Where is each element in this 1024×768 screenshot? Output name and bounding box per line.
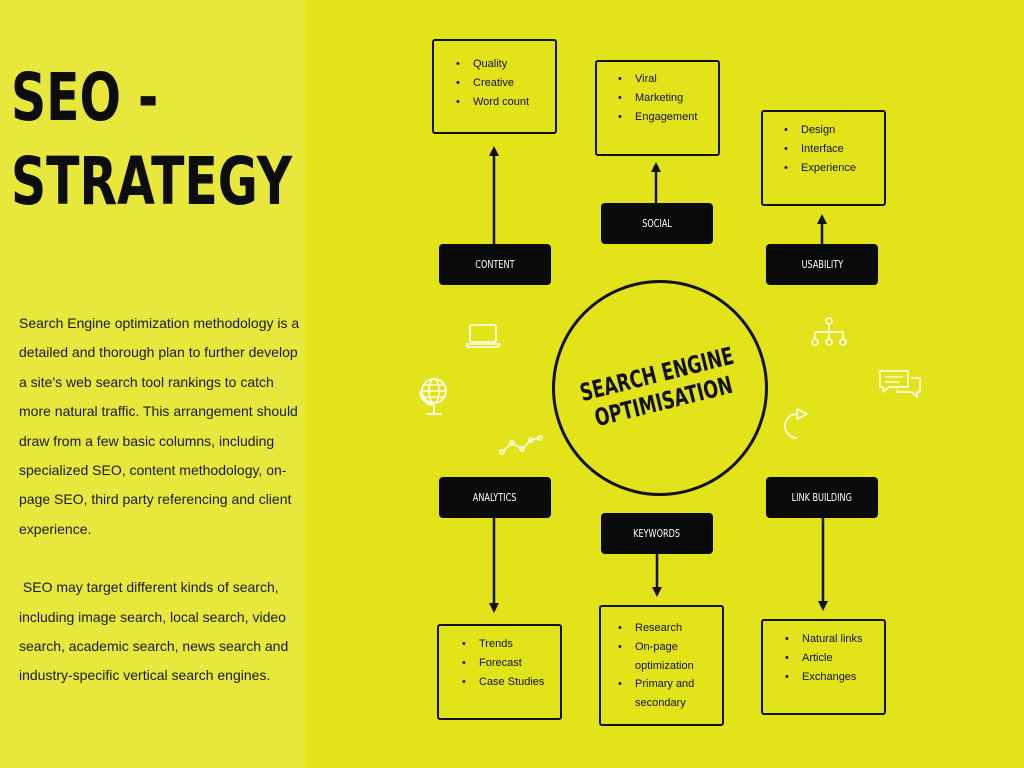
globe-icon <box>419 378 447 415</box>
line-graph-icon <box>499 435 543 455</box>
list-item: Experience <box>782 159 884 178</box>
list-item: Trends <box>460 635 546 654</box>
list-item: Creative <box>454 74 555 93</box>
content-box: Quality Creative Word count <box>432 39 557 134</box>
description-paragraph-1: Search Engine optimization methodology i… <box>19 315 300 537</box>
list-item: Research <box>616 619 716 638</box>
chat-bubbles-icon <box>879 370 921 398</box>
refresh-arrow-icon <box>784 408 808 439</box>
left-panel: SEO - STRATEGY Search Engine optimizatio… <box>0 0 305 768</box>
list-item: Forecast <box>460 654 546 673</box>
sitemap-icon <box>811 317 847 346</box>
analytics-box: Trends Forecast Case Studies <box>437 624 562 720</box>
list-item: Marketing <box>616 89 718 108</box>
analytics-label: ANALYTICS <box>439 477 551 518</box>
list-item: Design <box>782 121 884 140</box>
laptop-icon <box>465 324 501 348</box>
keywords-box: Research On-page optimization Primary an… <box>599 605 724 726</box>
keywords-label: KEYWORDS <box>601 513 713 554</box>
list-item: Word count <box>454 93 555 112</box>
usability-label: USABILITY <box>766 244 878 285</box>
page-title: SEO - STRATEGY <box>11 56 292 224</box>
link-building-label: LINK BUILDING <box>766 477 878 518</box>
list-item: Natural links <box>783 630 867 649</box>
content-label: CONTENT <box>439 244 551 285</box>
list-item: Interface <box>782 140 884 159</box>
social-box: Viral Marketing Engagement <box>595 60 720 156</box>
list-item: Case Studies <box>460 673 546 692</box>
list-item: Exchanges <box>783 668 867 687</box>
description: Search Engine optimization methodology i… <box>19 309 301 691</box>
list-item: Viral <box>616 70 718 89</box>
list-item: Engagement <box>616 108 718 127</box>
social-label: SOCIAL <box>601 203 713 244</box>
title-line-2: STRATEGY <box>11 143 293 220</box>
link-building-box: Natural links Article Exchanges <box>761 619 886 715</box>
center-title: SEARCH ENGINE OPTIMISATION <box>576 341 737 433</box>
list-item: On-page optimization <box>616 638 716 676</box>
title-line-1: SEO - <box>11 59 159 136</box>
list-item: Quality <box>454 55 555 74</box>
list-item: Article <box>783 649 867 668</box>
center-circle: SEARCH ENGINE OPTIMISATION <box>552 280 768 496</box>
list-item: Primary and secondary <box>616 675 716 713</box>
usability-box: Design Interface Experience <box>761 110 886 206</box>
description-paragraph-2: SEO may target different kinds of search… <box>19 579 293 684</box>
